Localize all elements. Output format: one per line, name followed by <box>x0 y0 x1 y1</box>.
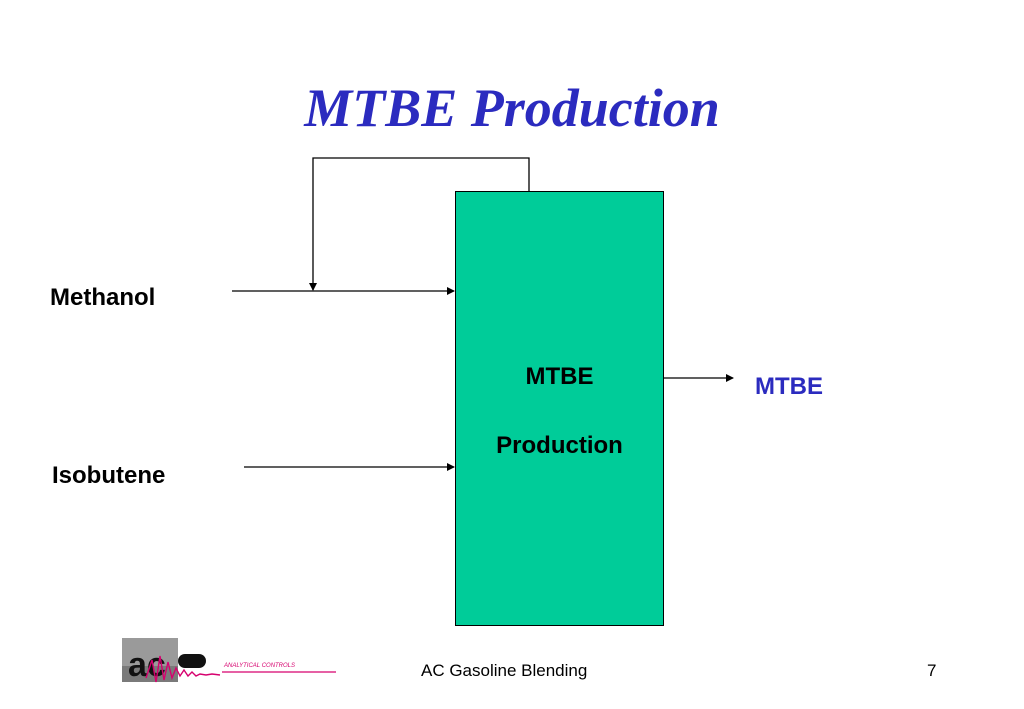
recycle-loop-line <box>309 157 530 291</box>
process-label-line2: Production <box>496 432 623 459</box>
process-label-line1: MTBE <box>525 363 594 390</box>
mtbe-output-label: MTBE <box>755 373 823 400</box>
analytical-controls-logo: ac ANALYTICAL CONTROLS <box>122 638 336 684</box>
methanol-label: Methanol <box>50 284 156 311</box>
footer-title: AC Gasoline Blending <box>421 661 588 680</box>
logo-text: ANALYTICAL CONTROLS <box>223 663 295 669</box>
mtbe-production-unit: MTBE Production <box>455 191 664 626</box>
page-number: 7 <box>927 661 937 680</box>
slide-title: MTBE Production <box>304 78 720 138</box>
isobutene-label: Isobutene <box>52 462 166 489</box>
svg-text:ac: ac <box>128 646 166 684</box>
